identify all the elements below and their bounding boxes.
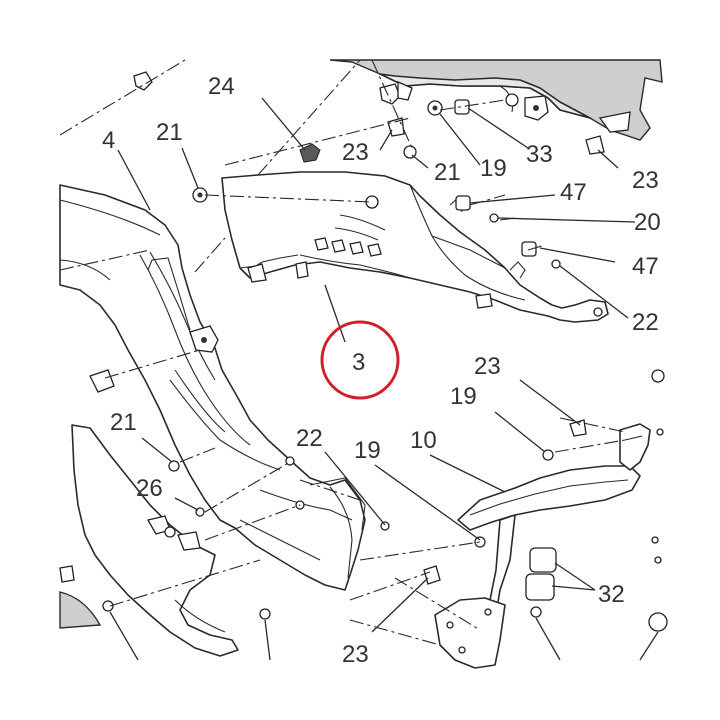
- label-3: 3: [352, 349, 365, 376]
- label-23-mid: 23: [474, 353, 501, 380]
- lower-left-fairing-edge: [59, 591, 102, 629]
- label-20: 20: [634, 209, 661, 236]
- label-47-mid: 47: [632, 253, 659, 280]
- highlight-ring: [320, 320, 400, 400]
- center-panel: [221, 171, 609, 323]
- label-26: 26: [136, 475, 163, 502]
- label-21-mid: 21: [434, 159, 461, 186]
- label-10: 10: [410, 427, 437, 454]
- label-23-right: 23: [632, 167, 659, 194]
- leader-lines: [109, 97, 659, 661]
- lower-left-bracket: [71, 424, 239, 657]
- upper-fairing-panel: [329, 59, 663, 141]
- label-23-bottom: 23: [342, 641, 369, 668]
- label-22-right: 22: [632, 309, 659, 336]
- label-22-low: 22: [296, 425, 323, 452]
- label-4: 4: [102, 127, 115, 154]
- right-bracket-10: [434, 423, 651, 669]
- label-21-low: 21: [110, 409, 137, 436]
- label-21-top: 21: [156, 119, 183, 146]
- label-24: 24: [208, 73, 235, 100]
- pads-32: [525, 547, 557, 601]
- assembly-lines: [59, 59, 626, 646]
- label-47-top: 47: [560, 179, 587, 206]
- label-19-mid: 19: [450, 383, 477, 410]
- label-33: 33: [526, 141, 553, 168]
- label-23-top: 23: [342, 139, 369, 166]
- label-32: 32: [598, 581, 625, 608]
- label-19-low: 19: [354, 437, 381, 464]
- label-19-top: 19: [480, 155, 507, 182]
- part-labels: 24 4 21 23 21 19 33 23 47 20 47 22 3 23 …: [102, 73, 661, 668]
